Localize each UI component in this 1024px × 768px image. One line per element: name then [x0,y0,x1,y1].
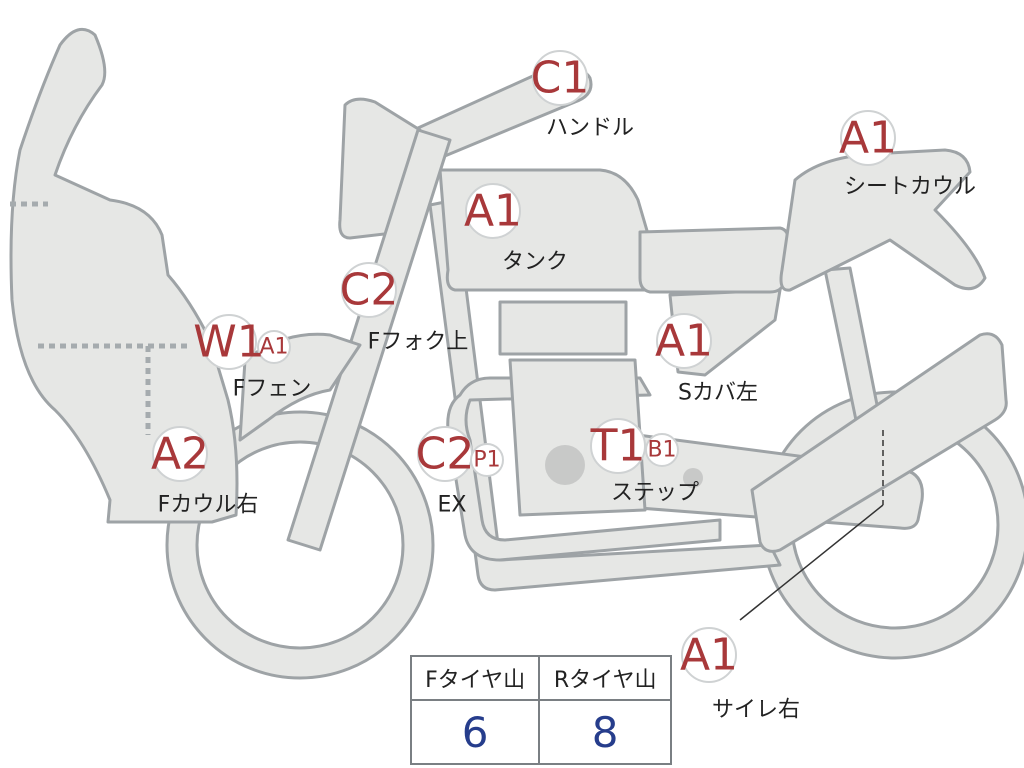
code-tank: A1 [464,186,522,237]
badge-step-2 [645,433,679,467]
badge-front-fork [341,262,397,318]
leader-diagonal [739,504,884,621]
label-exhaust: EX [438,493,467,518]
badge-step [590,418,646,474]
label-seat-cowl: シートカウル [844,175,976,200]
front-cowl-shape [9,27,239,524]
muffler-shape [750,332,1008,553]
seat-cowl-shape [779,148,987,292]
label-side-cover: Sカバ左 [678,381,758,406]
tire-tread-table: Fタイヤ山 Rタイヤ山 6 8 [409,655,672,765]
label-handle: ハンドル [546,116,634,141]
badge-exhaust-2 [470,443,504,477]
code-seat-cowl: A1 [839,113,897,164]
badge-front-fender-2 [257,330,291,364]
label-front-fender: Fフェン [233,377,312,402]
badge-handle [532,50,588,106]
badge-tank [465,183,521,239]
front-wheel [165,410,435,680]
front-fork-shape [286,128,452,552]
badge-side-cover [656,313,712,369]
engine-shape [508,358,647,517]
badge-seat-cowl [840,110,896,166]
badge-silencer [681,627,737,683]
code-front-fork: C2 [340,265,399,316]
engine-head-shape [498,300,628,356]
code-silencer: A1 [680,630,738,681]
code-side-cover: A1 [655,316,713,367]
engine-cover-shape [545,445,585,485]
rear-tread-value: 8 [538,699,672,765]
badge-front-fender [201,314,257,370]
frame-shape [428,198,782,592]
label-tank: タンク [502,250,568,275]
code2-step: B1 [647,438,676,463]
front-tread-value: 6 [409,699,541,765]
badge-front-cowl [152,426,208,482]
code-front-cowl: A2 [151,429,209,480]
code-exhaust: C2 [416,429,475,480]
code-handle: C1 [531,53,590,104]
label-front-fork: Fフォク上 [368,330,469,355]
label-step: ステップ [611,481,699,506]
rear-stay-shape [823,266,882,427]
rear-tread-header: Rタイヤ山 [538,655,672,701]
seat-shape [638,226,790,294]
code2-front-fender: A1 [259,335,288,360]
code-front-fender: W1 [193,317,265,368]
label-front-cowl: Fカウル右 [158,493,259,518]
label-silencer: サイレ右 [712,698,800,723]
front-tread-header: Fタイヤ山 [409,655,541,701]
code-step: T1 [590,421,646,472]
code2-exhaust: P1 [473,448,500,473]
step-peg-shape [683,468,703,488]
